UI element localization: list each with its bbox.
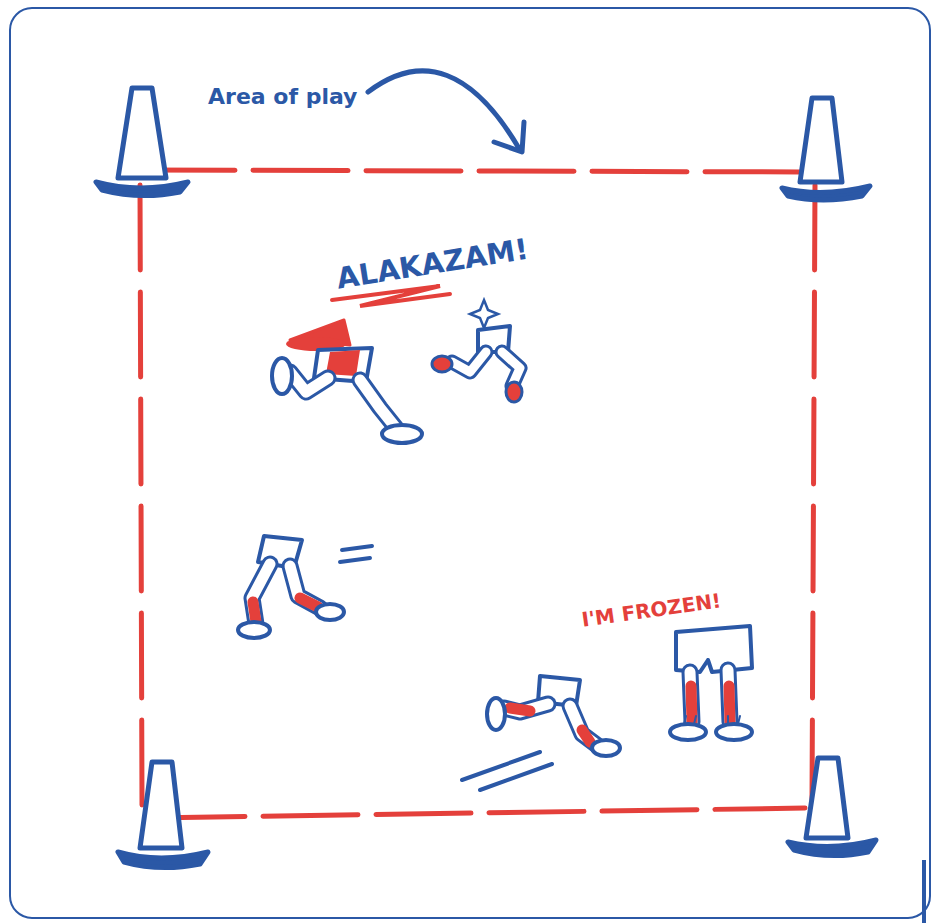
frozen-player [670, 626, 752, 740]
frame [10, 8, 930, 918]
rescuing-player [462, 676, 620, 790]
frame-edge [922, 860, 926, 923]
boundary-line [140, 170, 815, 818]
area-label: Area of play [208, 84, 357, 109]
running-player [238, 536, 372, 638]
sparkle [470, 300, 498, 328]
wizard-player [272, 320, 422, 443]
pointer-arrow [368, 71, 524, 152]
fleeing-player [432, 326, 522, 402]
cone [96, 88, 876, 868]
